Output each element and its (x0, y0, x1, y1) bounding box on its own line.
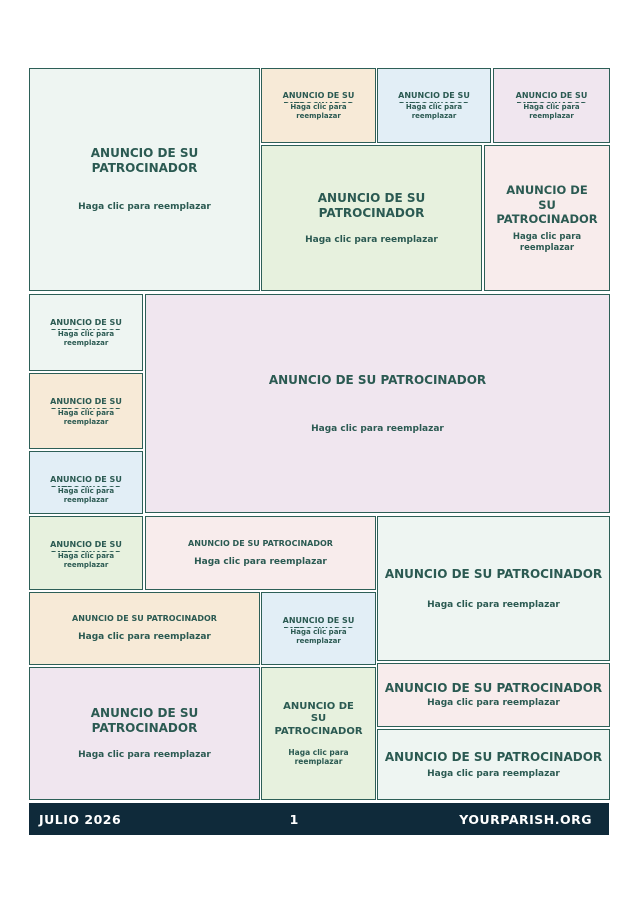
ad-title: ANUNCIO DE SU PATROCINADOR (72, 614, 217, 624)
ad-title: ANUNCIO DE SU PATROCINADOR (282, 616, 355, 628)
ad-subtitle: Haga clic para reemplazar (57, 487, 115, 504)
ad-title: ANUNCIO DE SU PATROCINADOR (515, 91, 588, 103)
ad-subtitle: Haga clic para reemplazar (78, 632, 211, 643)
ad-subtitle: Haga clic para reemplazar (57, 330, 115, 347)
ad-title: ANUNCIO DE SU PATROCINADOR (50, 475, 122, 487)
ad-subtitle: Haga clic para reemplazar (427, 768, 560, 779)
sponsor-ad-11[interactable]: ANUNCIO DE SU PATROCINADOR Haga clic par… (29, 516, 143, 590)
ad-subtitle: Haga clic para reemplazar (290, 103, 347, 120)
ad-subtitle: Haga clic para reemplazar (427, 599, 560, 610)
sponsor-ad-8[interactable]: ANUNCIO DE SU PATROCINADOR Haga clic par… (145, 294, 610, 513)
ad-subtitle: Haga clic para reemplazar (512, 232, 582, 253)
sponsor-ad-19[interactable]: ANUNCIO DE SU PATROCINADOR Haga clic par… (377, 729, 610, 800)
ad-title: ANUNCIO DE SU PATROCINADOR (317, 190, 426, 220)
ad-title: ANUNCIO DE SU PATROCINADOR (90, 146, 199, 176)
ad-subtitle: Haga clic para reemplazar (311, 423, 444, 434)
ad-title: ANUNCIO DE SU PATROCINADOR (384, 566, 603, 581)
ad-title: ANUNCIO DE SU PATROCINADOR (50, 540, 122, 552)
ad-subtitle: Haga clic para reemplazar (78, 750, 211, 761)
sponsor-ad-14[interactable]: ANUNCIO DE SU PATROCINADOR Haga clic par… (29, 592, 260, 665)
ad-title: ANUNCIO DE SU PATROCINADOR (50, 318, 122, 330)
sponsor-ad-7[interactable]: ANUNCIO DE SU PATROCINADOR Haga clic par… (29, 294, 143, 371)
sponsor-ad-5[interactable]: ANUNCIO DE SU PATROCINADOR Haga clic par… (261, 145, 482, 291)
ad-subtitle: Haga clic para reemplazar (57, 552, 115, 569)
sponsor-ad-4[interactable]: ANUNCIO DE SU PATROCINADOR Haga clic par… (493, 68, 610, 143)
ad-subtitle: Haga clic para reemplazar (78, 202, 211, 213)
sponsor-ad-13[interactable]: ANUNCIO DE SU PATROCINADOR Haga clic par… (377, 516, 610, 661)
ad-title: ANUNCIO DE SU PATROCINADOR (50, 397, 122, 409)
ad-subtitle: Haga clic para reemplazar (405, 103, 463, 120)
sponsor-ad-3[interactable]: ANUNCIO DE SU PATROCINADOR Haga clic par… (377, 68, 491, 143)
ad-subtitle: Haga clic para reemplazar (288, 748, 349, 767)
ad-title: ANUNCIO DE SU PATROCINADOR (274, 700, 363, 737)
ad-title: ANUNCIO DE SU PATROCINADOR (90, 706, 199, 736)
ad-title: ANUNCIO DE SU PATROCINADOR (282, 91, 355, 103)
sponsor-ad-12[interactable]: ANUNCIO DE SU PATROCINADOR Haga clic par… (145, 516, 376, 590)
sponsor-ad-16[interactable]: ANUNCIO DE SU PATROCINADOR Haga clic par… (29, 667, 260, 800)
sponsor-ad-10[interactable]: ANUNCIO DE SU PATROCINADOR Haga clic par… (29, 451, 143, 514)
ad-subtitle: Haga clic para reemplazar (194, 556, 327, 567)
footer-website[interactable]: YOURPARISH.ORG (459, 811, 592, 827)
ad-subtitle: Haga clic para reemplazar (290, 628, 347, 645)
sponsor-ad-2[interactable]: ANUNCIO DE SU PATROCINADOR Haga clic par… (261, 68, 376, 143)
ad-subtitle: Haga clic para reemplazar (57, 409, 115, 426)
ad-title: ANUNCIO DE SU PATROCINADOR (398, 91, 470, 103)
footer-month: JULIO 2026 (39, 811, 122, 827)
sponsor-ad-6[interactable]: ANUNCIO DE SU PATROCINADOR Haga clic par… (484, 145, 610, 291)
ad-title: ANUNCIO DE SU PATROCINADOR (268, 372, 487, 387)
ad-title: ANUNCIO DE SU PATROCINADOR (188, 538, 333, 548)
page-footer: JULIO 2026 1 YOURPARISH.ORG (29, 803, 609, 835)
ad-subtitle: Haga clic para reemplazar (523, 103, 580, 120)
sponsor-ad-15[interactable]: ANUNCIO DE SU PATROCINADOR Haga clic par… (261, 592, 376, 665)
sponsor-ad-18[interactable]: ANUNCIO DE SU PATROCINADOR Haga clic par… (377, 663, 610, 727)
footer-page-number: 1 (289, 811, 299, 827)
ad-subtitle: Haga clic para reemplazar (305, 234, 438, 245)
ad-title: ANUNCIO DE SU PATROCINADOR (384, 749, 603, 764)
sponsor-ad-17[interactable]: ANUNCIO DE SU PATROCINADOR Haga clic par… (261, 667, 376, 800)
sponsor-ad-9[interactable]: ANUNCIO DE SU PATROCINADOR Haga clic par… (29, 373, 143, 449)
ad-subtitle: Haga clic para reemplazar (427, 698, 560, 709)
ad-title: ANUNCIO DE SU PATROCINADOR (496, 183, 598, 226)
ad-title: ANUNCIO DE SU PATROCINADOR (384, 681, 603, 696)
sponsor-ad-1[interactable]: ANUNCIO DE SU PATROCINADOR Haga clic par… (29, 68, 260, 291)
